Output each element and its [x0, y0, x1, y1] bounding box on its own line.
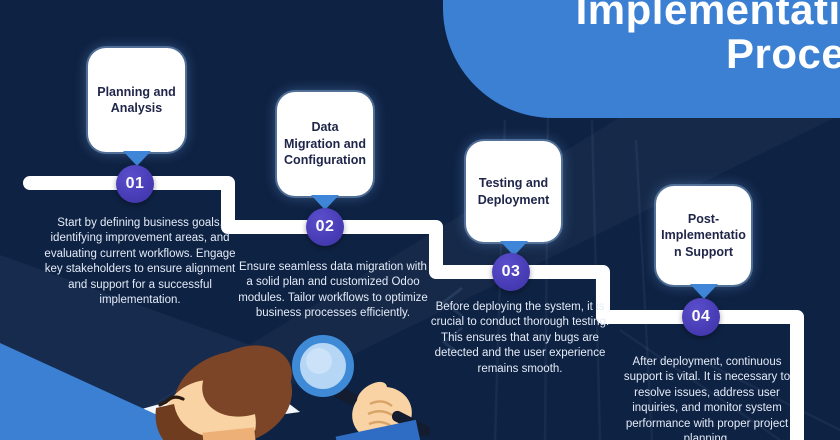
step-1-bubble: Planning and Analysis: [88, 48, 185, 166]
step-4-label: Post-Implementation Support: [661, 211, 746, 259]
page-title: Implementation Process: [473, 0, 840, 76]
step-3-description: Before deploying the system, it is cruci…: [430, 301, 610, 375]
title-line-2: Process: [726, 30, 840, 77]
step-4-bubble-pointer: [689, 284, 718, 299]
step-1-description: Start by defining business goals, identi…: [44, 217, 236, 307]
step-4-number-badge: 04: [682, 298, 720, 336]
step-3-bubble: Testing and Deployment: [466, 141, 561, 256]
step-3-number-badge: 03: [492, 253, 530, 291]
title-line-1: Implementation: [575, 0, 840, 33]
step-3-bubble-pointer: [499, 241, 528, 256]
step-4-bubble: Post-Implementation Support: [656, 186, 751, 299]
step-2-label: Data Migration and Configuration: [284, 120, 366, 168]
step-1-label: Planning and Analysis: [97, 84, 176, 116]
step-2-bubble-pointer: [311, 195, 339, 210]
timeline-path: [23, 176, 804, 440]
step-4-description: After deployment, continuous support is …: [623, 356, 791, 440]
step-2-bubble: Data Migration and Configuration: [277, 92, 373, 210]
step-2-number-badge: 02: [306, 208, 344, 246]
step-3-label: Testing and Deployment: [477, 176, 550, 207]
step-1-bubble-pointer: [122, 151, 151, 166]
step-2-description: Ensure seamless data migration with a so…: [238, 261, 428, 320]
step-1-number-badge: 01: [116, 165, 154, 203]
title-banner: Implementation Process: [443, 0, 840, 118]
